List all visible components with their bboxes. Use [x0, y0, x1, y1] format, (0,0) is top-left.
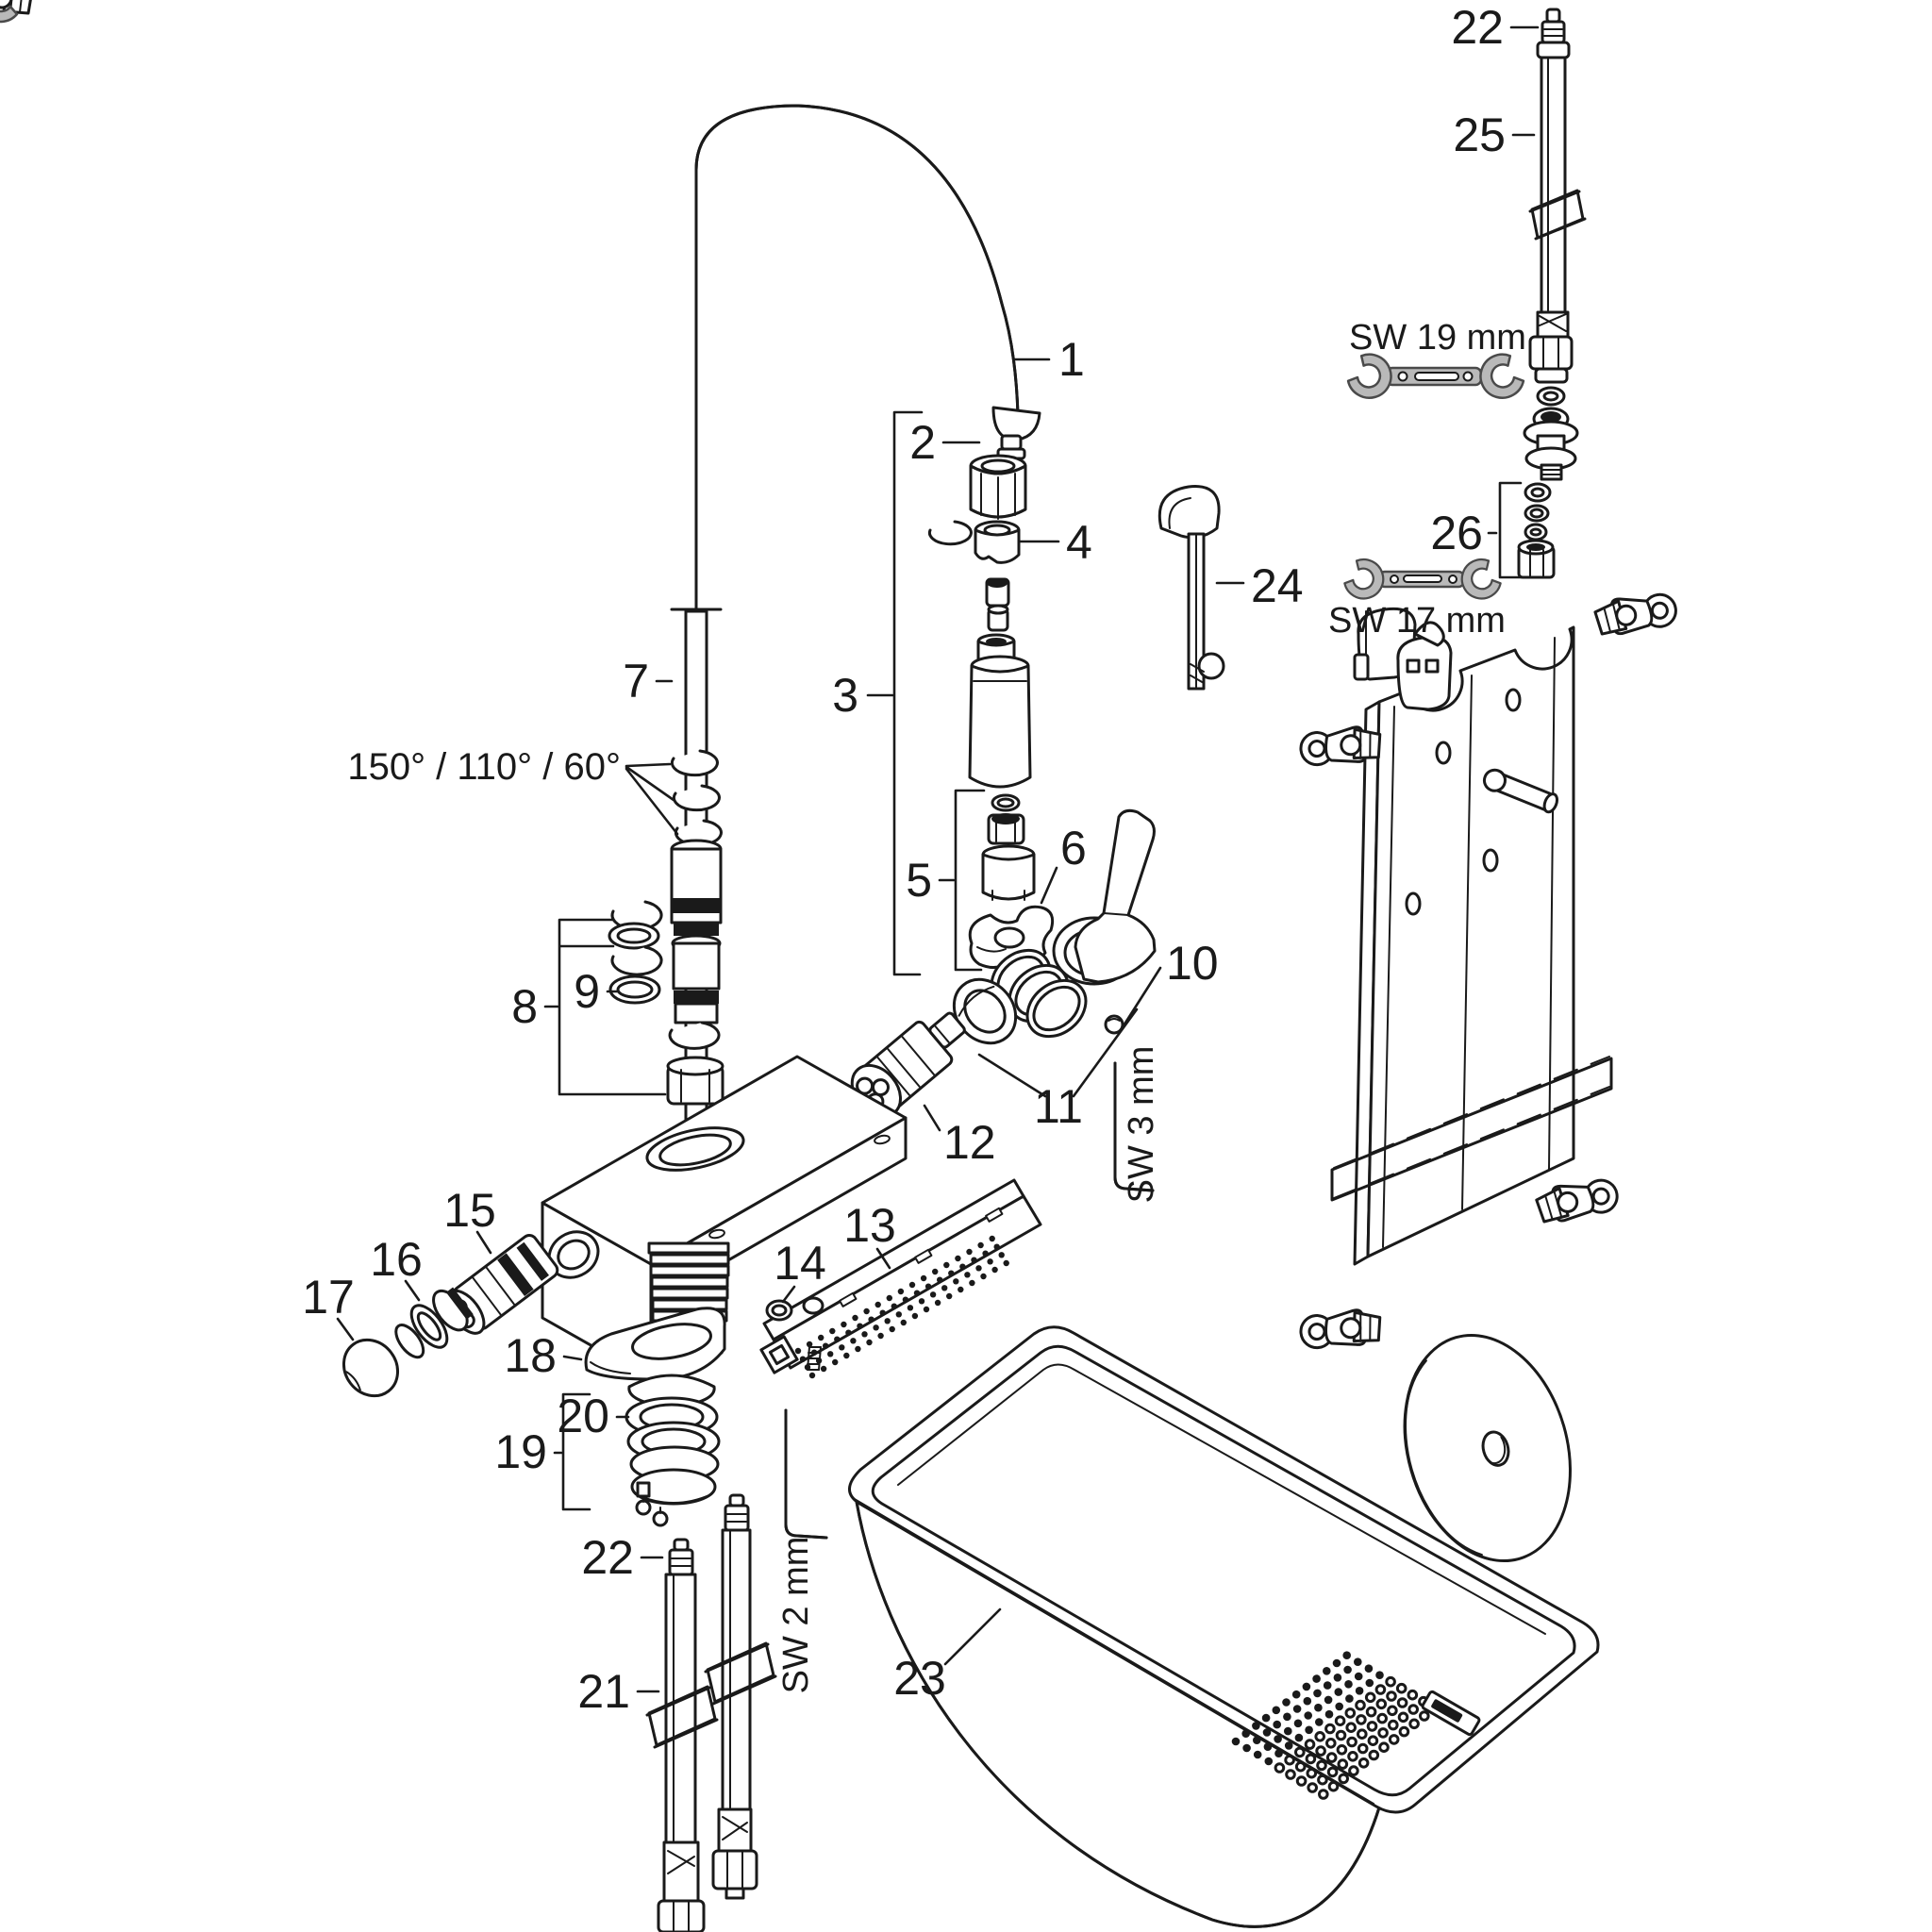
hex-key-3mm-icon — [1113, 1061, 1155, 1192]
callout-2: 2 — [909, 416, 936, 469]
grub-screw — [1104, 1014, 1124, 1035]
supply-hose-short — [645, 1538, 719, 1932]
hex-key-sw2-label: SW 2 mm — [776, 1537, 816, 1694]
callout-18: 18 — [504, 1329, 557, 1382]
protective-sleeves — [1353, 607, 1453, 711]
hose-clamp-top-right — [1592, 590, 1680, 639]
swivel-angles-label: 150° / 110° / 60° — [347, 746, 621, 788]
hook-wrench-tool — [1158, 485, 1225, 691]
hex-key-2mm-icon — [784, 1408, 828, 1540]
callout-1: 1 — [1058, 333, 1085, 386]
callout-leaders — [336, 25, 1540, 1693]
callout-25: 25 — [1453, 108, 1506, 161]
hex-key-sw3-label: SW 3 mm — [1122, 1046, 1161, 1204]
callout-7: 7 — [623, 655, 649, 708]
spring-washer-stack — [625, 1374, 721, 1527]
callout-17: 17 — [302, 1271, 355, 1324]
callout-5: 5 — [906, 854, 932, 907]
wrench-sw19-label: SW 19 mm — [1349, 318, 1526, 358]
callout-24: 24 — [1251, 559, 1304, 612]
wrench-sw17-icon — [1340, 553, 1506, 607]
callout-19: 19 — [494, 1425, 547, 1478]
check-valve-set — [394, 1287, 474, 1359]
flange-bracket — [584, 1307, 726, 1381]
seal-ring-set — [608, 900, 663, 1005]
callout-15: 15 — [443, 1184, 496, 1237]
logo-plate — [1421, 1690, 1481, 1737]
callout-21: 21 — [577, 1665, 630, 1718]
callout-22-bottom: 22 — [581, 1531, 634, 1584]
callout-16: 16 — [370, 1233, 423, 1286]
hose-clamp-bottom-left — [1297, 1306, 1385, 1353]
hose-clamp-bottom-right — [1533, 1174, 1622, 1226]
callout-4: 4 — [1066, 516, 1092, 569]
callout-20: 20 — [557, 1390, 609, 1442]
seal-and-spring — [765, 1296, 824, 1371]
callout-9: 9 — [574, 965, 600, 1018]
spray-head-group — [927, 454, 1032, 789]
callout-22-top: 22 — [1451, 1, 1504, 54]
spout-arc — [670, 104, 1041, 613]
mounting-plate — [1330, 625, 1613, 1266]
callout-11: 11 — [1034, 1080, 1083, 1133]
callout-labels: 1 2 3 4 5 6 7 8 9 10 11 12 13 14 15 16 1… — [302, 1, 1506, 1718]
sink-basin — [848, 1325, 1600, 1928]
aerator-group — [968, 793, 1055, 969]
callout-6: 6 — [1060, 822, 1087, 874]
supply-hose-long — [704, 1493, 777, 1900]
callout-14: 14 — [774, 1237, 826, 1290]
handle-lever — [1052, 808, 1157, 986]
callout-13: 13 — [843, 1199, 896, 1252]
callout-26: 26 — [1430, 507, 1483, 559]
callout-8: 8 — [511, 980, 538, 1033]
drain-perforation — [1231, 1651, 1441, 1800]
cap-plug — [341, 1338, 400, 1398]
callout-3: 3 — [832, 669, 858, 722]
drainer-rail — [759, 1178, 1042, 1379]
spout-column — [662, 609, 730, 1164]
text-annotations: 150° / 110° / 60° SW 19 mm SW 17 mm SW 3… — [347, 318, 1526, 1693]
callout-10: 10 — [1166, 937, 1219, 990]
callout-23: 23 — [893, 1652, 946, 1705]
main-cartridge — [850, 1011, 966, 1118]
cartridge-nut — [952, 977, 1018, 1045]
connection-hose-column — [1517, 8, 1587, 579]
callout-12: 12 — [943, 1116, 996, 1169]
pivot-pin — [1482, 768, 1559, 814]
wrench-sw19-icon — [1343, 347, 1528, 408]
cover-disc — [1403, 1333, 1572, 1563]
wrench-sw17-label: SW 17 mm — [1328, 601, 1506, 641]
